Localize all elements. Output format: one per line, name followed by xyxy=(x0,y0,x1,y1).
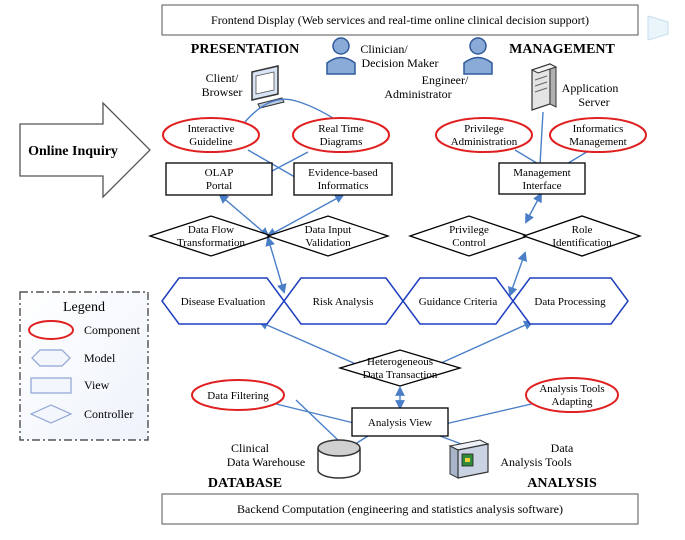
client-browser-label: Client/ Browser xyxy=(202,71,243,99)
component-privilege-administration: Privilege Administration xyxy=(435,117,533,153)
analysis-tools-computer-icon xyxy=(448,439,490,479)
section-database: DATABASE xyxy=(208,476,282,491)
svg-text:Data Flow: Data Flow xyxy=(188,224,234,236)
svg-text:Evidence-based: Evidence-based xyxy=(308,167,378,179)
svg-text:Validation: Validation xyxy=(305,237,351,249)
svg-text:Data Filtering: Data Filtering xyxy=(207,390,269,402)
clinician-user-icon xyxy=(326,37,356,75)
model-risk-analysis: Risk Analysis xyxy=(283,277,404,325)
svg-text:Heterogeneous: Heterogeneous xyxy=(367,356,433,368)
component-data-filtering: Data Filtering xyxy=(191,379,285,411)
app-server-label: Application Server xyxy=(562,81,619,109)
corner-decoration-icon xyxy=(647,15,669,41)
svg-text:Decision Maker: Decision Maker xyxy=(362,56,439,70)
component-interactive-guideline: Interactive Guideline xyxy=(162,117,260,153)
svg-text:Administrator: Administrator xyxy=(384,87,451,101)
controller-heterogeneous-data-transaction: Heterogeneous Data Transaction xyxy=(337,349,463,387)
frontend-bar: Frontend Display (Web services and real-… xyxy=(161,4,639,36)
controller-privilege-control: Privilege Control xyxy=(407,215,531,257)
component-real-time-diagrams: Real Time Diagrams xyxy=(292,117,390,153)
svg-text:Data Processing: Data Processing xyxy=(534,296,606,308)
svg-text:Informatics: Informatics xyxy=(573,123,624,135)
view-evidence-based-informatics: Evidence-based Informatics xyxy=(293,162,393,196)
svg-text:Clinical: Clinical xyxy=(231,441,270,455)
svg-text:Administration: Administration xyxy=(451,136,518,148)
legend-title: Legend xyxy=(63,300,105,315)
svg-text:Disease Evaluation: Disease Evaluation xyxy=(181,296,266,308)
svg-text:Guideline: Guideline xyxy=(189,136,232,148)
database-cylinder-icon xyxy=(317,439,361,479)
legend-item-component: Component xyxy=(28,320,141,340)
view-management-interface: Management Interface xyxy=(498,162,586,195)
svg-text:Analysis Tools: Analysis Tools xyxy=(539,383,604,395)
svg-text:Management: Management xyxy=(513,167,570,179)
online-inquiry-arrow: Online Inquiry xyxy=(19,101,151,199)
svg-text:Interactive: Interactive xyxy=(187,123,234,135)
section-analysis: ANALYSIS xyxy=(527,476,597,491)
legend: Legend Component Model View Controller xyxy=(19,291,149,441)
model-disease-evaluation: Disease Evaluation xyxy=(161,277,285,325)
controller-role-identification: Role Identification xyxy=(522,215,642,257)
svg-text:Diagrams: Diagrams xyxy=(320,136,363,148)
svg-text:Adapting: Adapting xyxy=(552,396,593,408)
svg-text:Control: Control xyxy=(452,237,486,249)
svg-text:Guidance Criteria: Guidance Criteria xyxy=(419,296,498,308)
svg-text:Controller: Controller xyxy=(84,407,133,421)
svg-text:Data: Data xyxy=(551,441,574,455)
model-guidance-criteria: Guidance Criteria xyxy=(402,277,514,325)
svg-text:Clinician/: Clinician/ xyxy=(360,42,408,56)
svg-text:Risk Analysis: Risk Analysis xyxy=(313,296,374,308)
legend-item-view: View xyxy=(30,377,110,394)
legend-item-controller: Controller xyxy=(29,404,133,424)
view-olap-portal: OLAP Portal xyxy=(165,162,273,196)
view-analysis-view: Analysis View xyxy=(351,407,449,437)
svg-text:OLAP: OLAP xyxy=(205,167,234,179)
svg-text:Engineer/: Engineer/ xyxy=(422,73,469,87)
svg-text:Client/: Client/ xyxy=(206,71,239,85)
svg-text:Informatics: Informatics xyxy=(318,180,369,192)
svg-text:Interface: Interface xyxy=(522,180,561,192)
svg-text:Component: Component xyxy=(84,323,141,337)
svg-text:View: View xyxy=(84,378,110,392)
svg-text:Data Input: Data Input xyxy=(305,224,352,236)
svg-text:Data Warehouse: Data Warehouse xyxy=(227,455,305,469)
controller-data-flow-transformation: Data Flow Transformation xyxy=(147,215,275,257)
svg-text:Browser: Browser xyxy=(202,85,243,99)
svg-text:Application: Application xyxy=(562,81,619,95)
svg-text:Transformation: Transformation xyxy=(177,237,246,249)
svg-text:Model: Model xyxy=(84,351,116,365)
backend-label: Backend Computation (engineering and sta… xyxy=(237,502,563,516)
svg-text:Identification: Identification xyxy=(552,237,612,249)
svg-text:Role: Role xyxy=(572,224,593,236)
model-data-processing: Data Processing xyxy=(512,277,629,325)
client-browser-monitor-icon xyxy=(251,65,285,109)
svg-text:Privilege: Privilege xyxy=(449,224,489,236)
controller-data-input-validation: Data Input Validation xyxy=(265,215,391,257)
legend-item-model: Model xyxy=(31,349,116,367)
svg-text:Management: Management xyxy=(569,136,626,148)
frontend-label: Frontend Display (Web services and real-… xyxy=(211,13,589,27)
server-icon xyxy=(530,63,558,111)
svg-text:Analysis Tools: Analysis Tools xyxy=(500,455,572,469)
section-management: MANAGEMENT xyxy=(509,42,615,57)
engineer-user-icon xyxy=(463,37,493,75)
flow-arrows xyxy=(218,192,542,410)
analysis-tools-label: Data Analysis Tools xyxy=(500,441,574,469)
svg-text:Server: Server xyxy=(578,95,609,109)
svg-text:Analysis View: Analysis View xyxy=(368,417,432,429)
svg-text:Privilege: Privilege xyxy=(464,123,504,135)
clinician-label: Clinician/ Decision Maker xyxy=(360,42,438,70)
engineer-label: Engineer/ Administrator xyxy=(384,73,469,101)
svg-text:Data Transaction: Data Transaction xyxy=(363,369,438,381)
svg-text:Real Time: Real Time xyxy=(318,123,364,135)
backend-bar: Backend Computation (engineering and sta… xyxy=(161,493,639,525)
svg-text:Portal: Portal xyxy=(206,180,232,192)
online-inquiry-label: Online Inquiry xyxy=(28,144,118,159)
component-informatics-management: Informatics Management xyxy=(549,117,647,153)
warehouse-label: Clinical Data Warehouse xyxy=(227,441,305,469)
section-presentation: PRESENTATION xyxy=(191,42,299,57)
component-analysis-tools-adapting: Analysis Tools Adapting xyxy=(525,377,619,413)
